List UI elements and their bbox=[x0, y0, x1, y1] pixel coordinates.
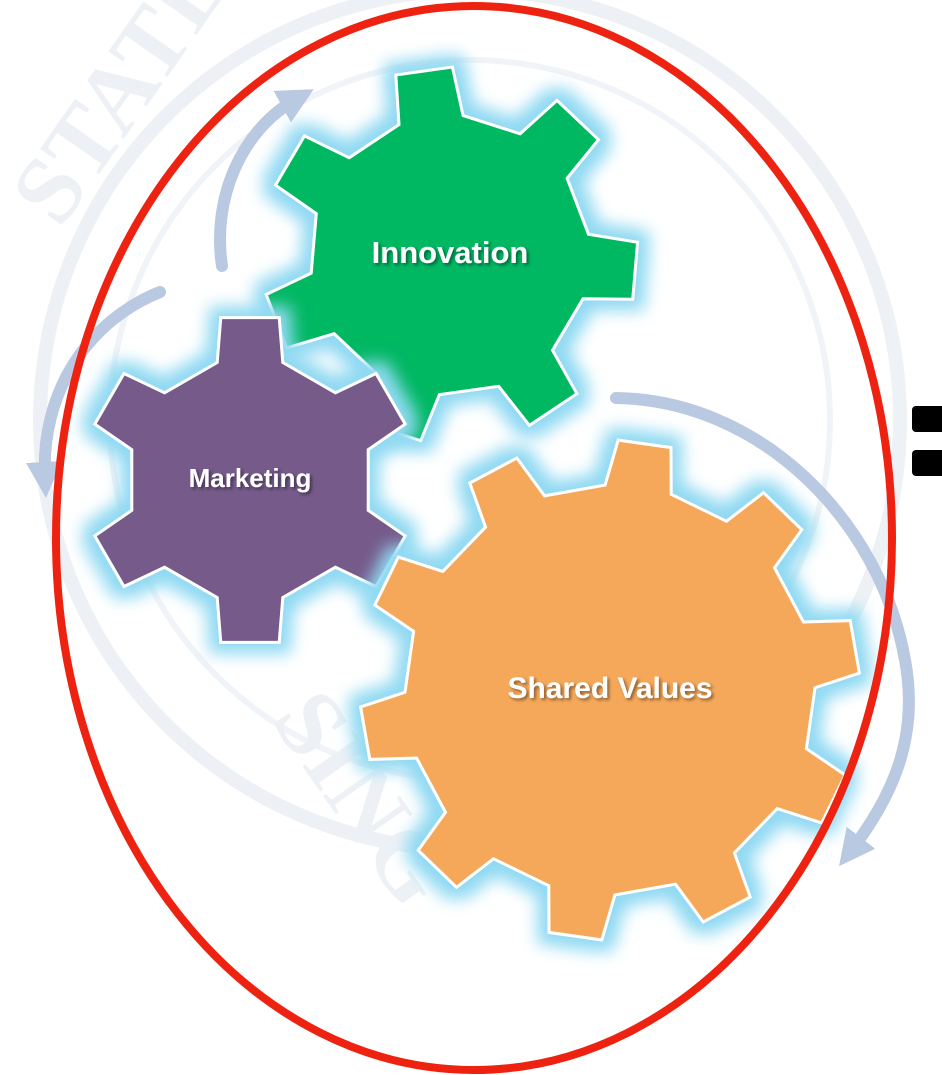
gear-innovation-shape bbox=[264, 65, 640, 443]
gear-shared-values-label: Shared Values bbox=[507, 672, 712, 705]
gear-shared-values: Shared Values bbox=[358, 438, 862, 942]
gear-marketing-label: Marketing bbox=[189, 463, 312, 493]
gear-innovation-label: Innovation bbox=[372, 235, 529, 270]
gear-innovation: Innovation bbox=[264, 65, 640, 443]
gear-shared-values-shape bbox=[358, 438, 862, 942]
arrow-left bbox=[26, 286, 166, 498]
gear-marketing: Marketing bbox=[92, 316, 408, 644]
enclosing-ellipse bbox=[52, 2, 896, 1074]
gear-marketing-shape bbox=[92, 316, 408, 644]
arrow-top bbox=[214, 89, 314, 272]
arrow-right bbox=[610, 392, 915, 867]
cycle-arrows bbox=[26, 89, 915, 867]
partial-equals-symbol bbox=[912, 406, 942, 476]
